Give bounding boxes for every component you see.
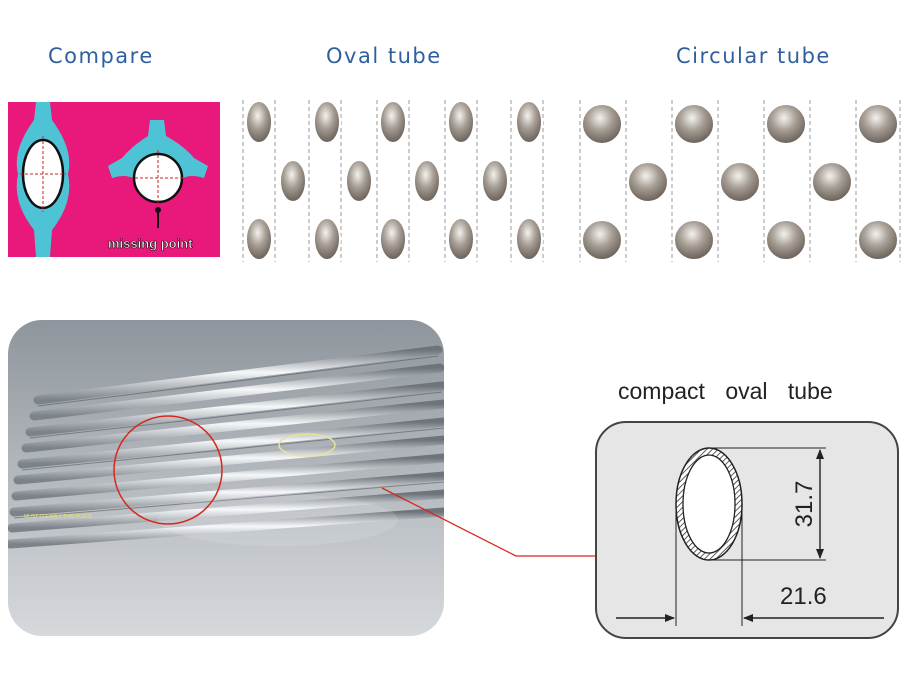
tube-bundle [8,345,444,549]
oval-tube-holes [245,100,543,261]
tube-bundle-photo: MUST CLEARLY THIS PLACE [8,320,444,636]
circular-weld-diagram [108,120,208,228]
oval-tube-arrangement [242,100,544,262]
circular-tube-holes [581,103,899,261]
oval-grid-lines [242,100,544,262]
photo-caption: MUST CLEARLY THIS PLACE [24,514,93,520]
circular-tube-arrangement [579,100,901,262]
drawing-title: compact oval tube [618,378,833,404]
circular-tube-heading: Circular tube [676,44,831,68]
tube-bore [682,454,736,554]
compare-diagram: missing point [8,102,220,257]
highlight-oval-marker [278,433,336,457]
oval-weld-diagram [16,102,70,257]
missing-point-label: missing point [108,236,193,251]
drawing-panel [595,421,899,639]
width-dimension-label: 21.6 [780,583,827,610]
circular-grid-lines [579,100,901,262]
compare-heading: Compare [48,44,154,68]
height-dimension-label: 31.7 [791,481,818,528]
oval-tube-heading: Oval tube [326,44,442,68]
inspection-circle-marker [113,415,223,525]
compact-oval-tube-drawing: 31.7 21.6 [595,421,899,639]
